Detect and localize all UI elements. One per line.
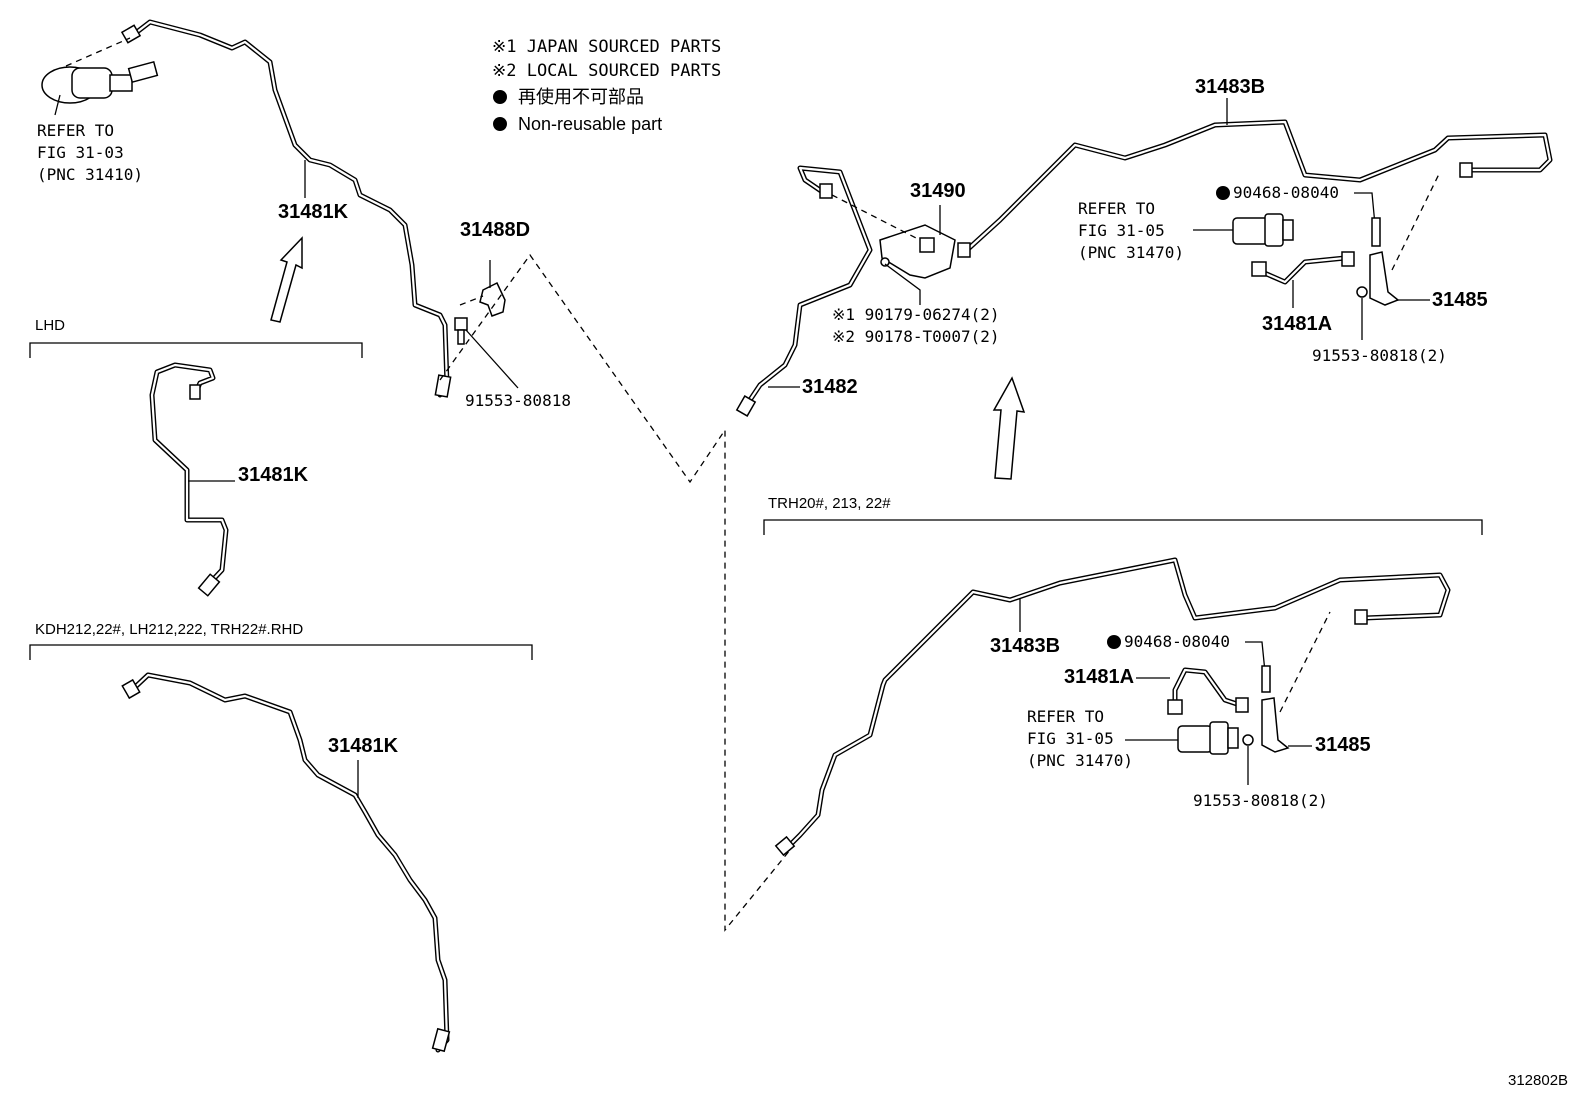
pipe-31481k-lhd xyxy=(149,362,229,597)
part-90468-top-label: 90468-08040 xyxy=(1233,183,1339,202)
flare-nut xyxy=(957,242,971,258)
legend-nonreusable-jp: 再使用不可部品 xyxy=(518,87,644,107)
flare-nut xyxy=(735,395,757,417)
svg-text:REFER TO: REFER TO xyxy=(1078,199,1155,218)
legend-local-sourced: ※2 LOCAL SOURCED PARTS xyxy=(492,61,721,81)
part-31488d-label: 31488D xyxy=(460,219,530,241)
non-reusable-dot-icon xyxy=(1107,635,1121,649)
pipe-31481k-top xyxy=(120,19,452,398)
flare-nut xyxy=(1459,162,1473,178)
svg-text:(PNC 31470): (PNC 31470) xyxy=(1027,751,1133,770)
flare-nut xyxy=(189,384,201,400)
flare-nut xyxy=(1341,251,1355,267)
section-trh: TRH20#, 213, 22# xyxy=(763,495,1483,535)
part-31483b-bottom-label: 31483B xyxy=(990,635,1060,657)
svg-text:REFER TO: REFER TO xyxy=(1027,707,1104,726)
bracket-31488d xyxy=(459,260,506,317)
svg-text:FIG 31-05: FIG 31-05 xyxy=(1078,221,1165,240)
flare-nut xyxy=(1354,609,1368,625)
part-91553-bottom-label: 91553-80818(2) xyxy=(1193,791,1328,810)
svg-text:FIG 31-05: FIG 31-05 xyxy=(1027,729,1114,748)
part-31481k-lhd-label: 31481K xyxy=(238,464,309,486)
part-31485-bottom-label: 31485 xyxy=(1315,734,1371,756)
arrow-up-icon xyxy=(270,236,303,323)
part-91553-top-label: 91553-80818(2) xyxy=(1312,346,1447,365)
flare-nut xyxy=(1167,699,1183,715)
hose-31481a-top xyxy=(1251,251,1355,285)
bracket-31485-bottom xyxy=(1242,697,1312,753)
hose-31481a-bottom xyxy=(1167,667,1249,715)
legend-nonreusable-en: Non-reusable part xyxy=(518,114,662,134)
svg-text:(PNC 31470): (PNC 31470) xyxy=(1078,243,1184,262)
section-rhd-label: KDH212,22#, LH212,222, TRH22#.RHD xyxy=(35,621,303,638)
legend-japan-sourced: ※1 JAPAN SOURCED PARTS xyxy=(492,37,721,57)
release-cylinder-top xyxy=(1232,213,1294,247)
svg-text:(PNC 31410): (PNC 31410) xyxy=(37,165,143,184)
clip xyxy=(1371,217,1381,247)
flare-nut xyxy=(431,1027,451,1053)
pipe-31481k-rhd xyxy=(121,672,451,1053)
part-31485-top-label: 31485 xyxy=(1432,289,1488,311)
flare-nut xyxy=(434,374,452,398)
bracket-31485-top xyxy=(1356,251,1430,306)
part-31481k-label: 31481K xyxy=(278,201,349,223)
refer-fig-31-05-top: REFER TO FIG 31-05 (PNC 31470) xyxy=(1078,199,1184,262)
part-31483b-top-label: 31483B xyxy=(1195,76,1265,98)
flare-nut xyxy=(1235,697,1249,713)
flare-nut xyxy=(819,183,833,199)
refer-fig-31-03: REFER TO FIG 31-03 (PNC 31410) xyxy=(37,121,143,184)
legend: ※1 JAPAN SOURCED PARTS ※2 LOCAL SOURCED … xyxy=(492,37,721,134)
part-31481k-rhd-label: 31481K xyxy=(328,735,399,757)
clutch-master-cylinder xyxy=(41,37,159,116)
flare-nut xyxy=(121,678,141,700)
part-90179-label: ※1 90179-06274(2) xyxy=(832,305,1000,324)
non-reusable-dot-icon xyxy=(1216,186,1230,200)
bolt-91553 xyxy=(454,317,519,389)
part-90468-bottom-label: 90468-08040 xyxy=(1124,632,1230,651)
flare-nut xyxy=(774,835,796,857)
flare-nut xyxy=(1251,261,1267,277)
part-90178-label: ※2 90178-T0007(2) xyxy=(832,327,1000,346)
figure-id: 312802B xyxy=(1508,1072,1568,1089)
section-rhd: KDH212,22#, LH212,222, TRH22#.RHD xyxy=(29,621,533,660)
clip xyxy=(1261,665,1271,693)
part-91553-80818-label: 91553-80818 xyxy=(465,391,571,410)
flare-nut xyxy=(120,24,142,44)
section-lhd: LHD xyxy=(29,317,363,358)
part-31490-label: 31490 xyxy=(910,180,966,202)
svg-text:REFER TO: REFER TO xyxy=(37,121,114,140)
non-reusable-dot-icon xyxy=(493,90,507,104)
pipe-31483b-top xyxy=(957,119,1553,258)
flare-nut xyxy=(197,573,221,597)
connector-dashed xyxy=(439,253,791,932)
non-reusable-dot-icon xyxy=(493,117,507,131)
section-lhd-label: LHD xyxy=(35,317,65,334)
pipe-31483b-bottom xyxy=(774,557,1451,857)
arrow-up-icon xyxy=(992,376,1026,480)
pipe-31482 xyxy=(735,165,873,417)
release-cylinder-bottom xyxy=(1177,721,1239,755)
part-31481a-bottom-label: 31481A xyxy=(1064,666,1134,688)
junction-31490 xyxy=(831,194,956,279)
part-31481a-top-label: 31481A xyxy=(1262,313,1332,335)
section-trh-label: TRH20#, 213, 22# xyxy=(768,495,891,512)
svg-text:FIG 31-03: FIG 31-03 xyxy=(37,143,124,162)
refer-fig-31-05-bottom: REFER TO FIG 31-05 (PNC 31470) xyxy=(1027,707,1133,770)
part-31482-label: 31482 xyxy=(802,376,858,398)
